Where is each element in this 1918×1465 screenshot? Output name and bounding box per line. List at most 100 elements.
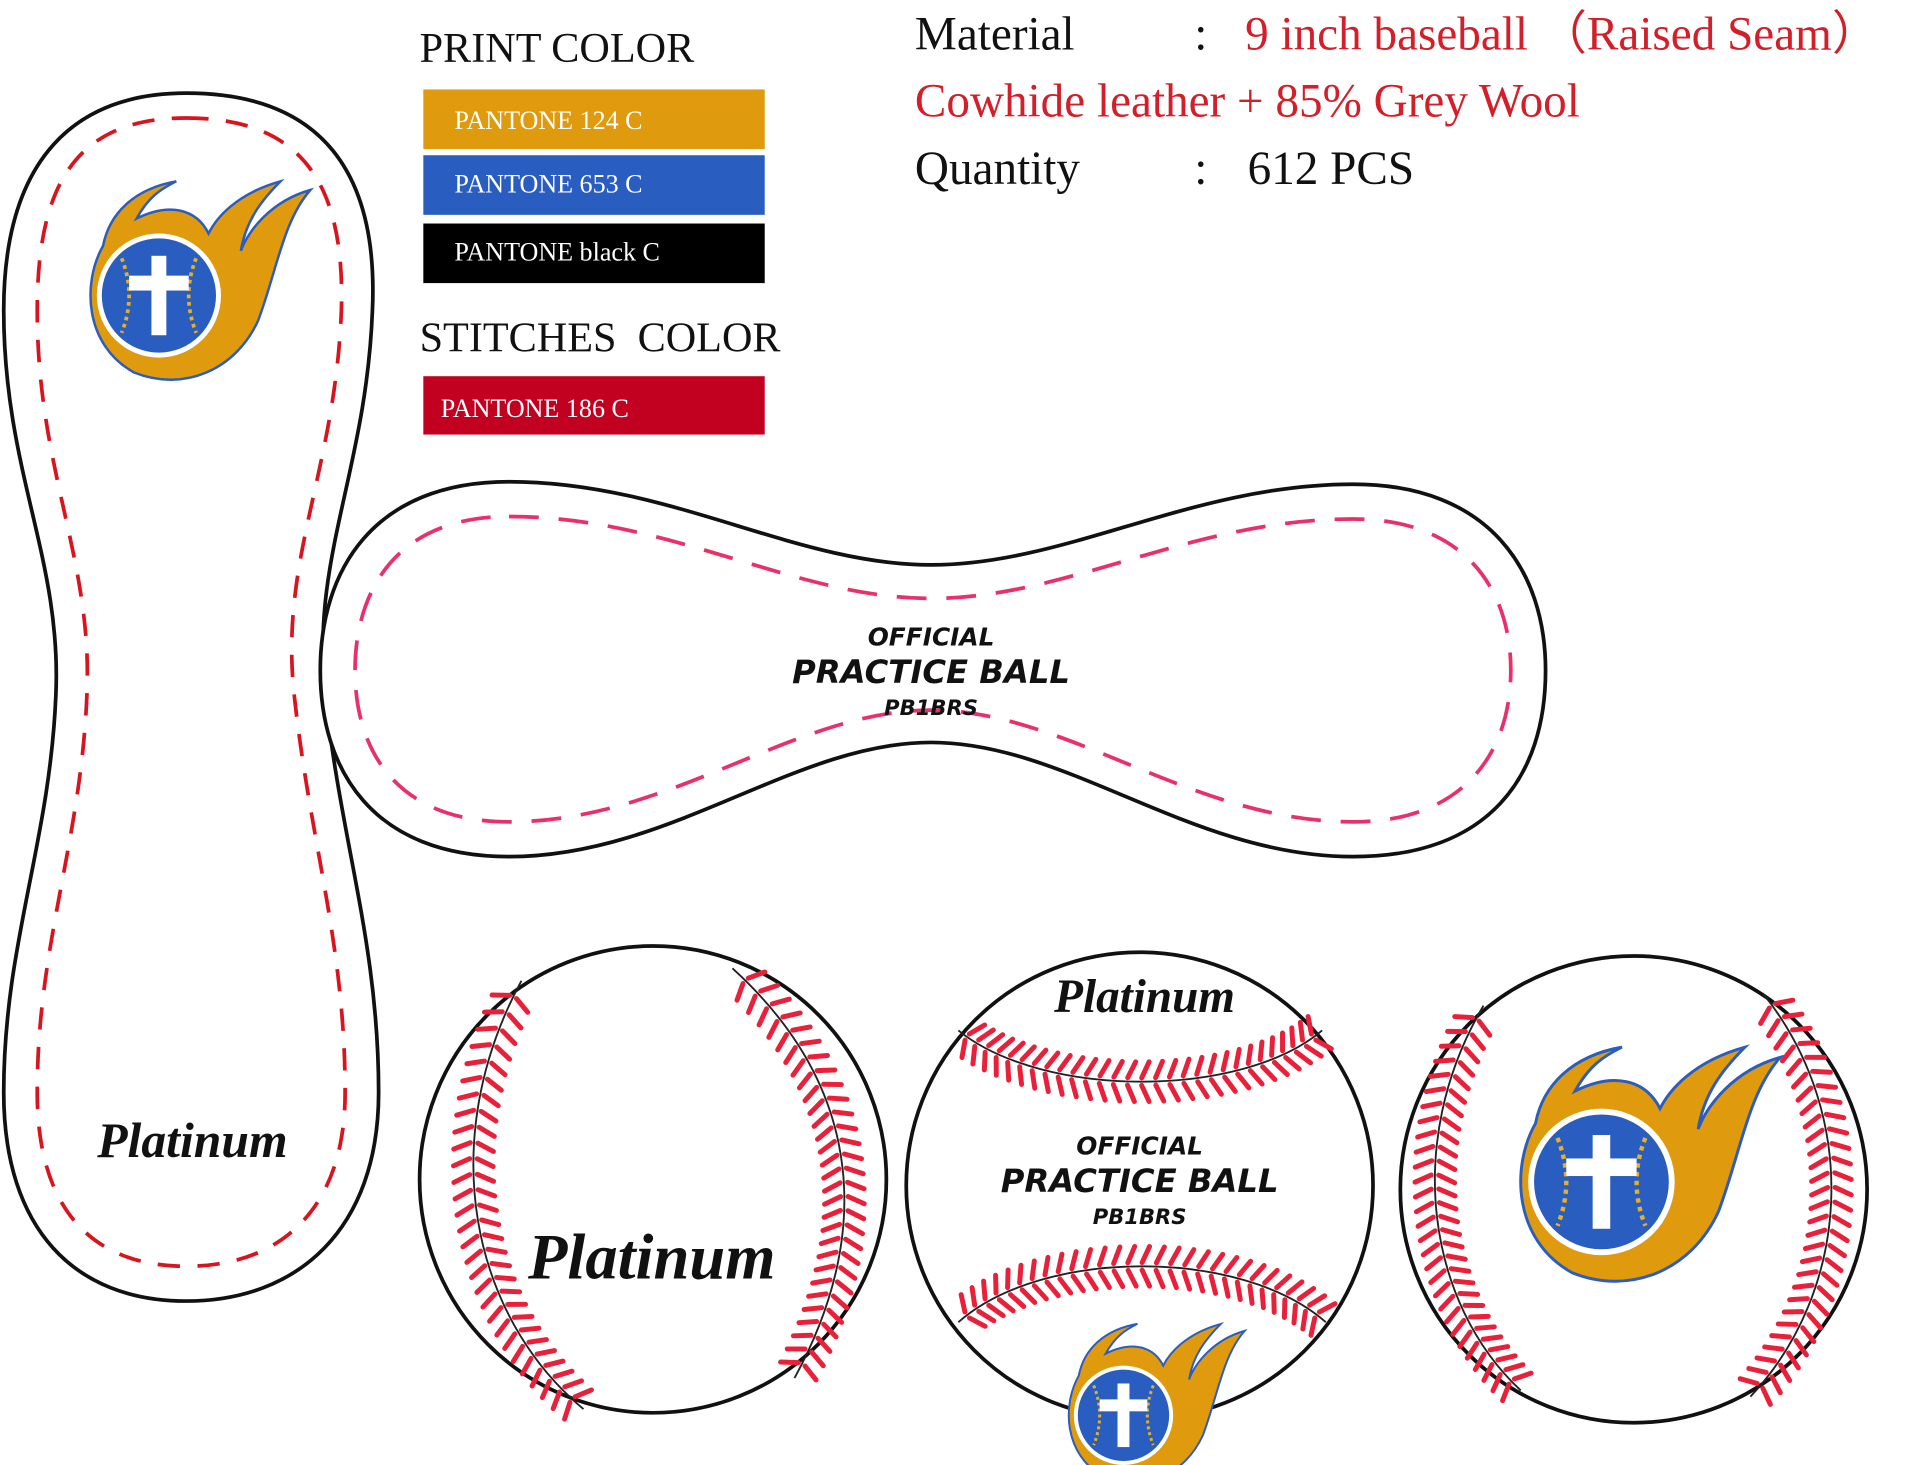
- stitch-mark: [1432, 1281, 1451, 1299]
- stitch-mark: [469, 1263, 488, 1281]
- stitch-mark: [1772, 997, 1796, 1007]
- stitch-mark: [485, 1246, 508, 1255]
- stitch-mark: [1737, 1376, 1760, 1386]
- stitch-mark: [456, 1091, 480, 1101]
- stitch-mark: [1167, 1081, 1181, 1103]
- stitch-mark: [1420, 1100, 1443, 1110]
- stitch-mark: [822, 1194, 844, 1207]
- stitch-mark: [1293, 1049, 1314, 1066]
- seam-line: [1433, 1005, 1522, 1392]
- stitch-mark: [487, 1305, 504, 1324]
- stitch-mark: [452, 1123, 475, 1135]
- stitch-mark: [1220, 1050, 1230, 1073]
- stitch-mark: [821, 1180, 843, 1194]
- stitches-color-heading: STITCHES COLOR: [420, 314, 782, 361]
- stitch-mark: [1300, 1308, 1308, 1332]
- stitch-mark: [550, 1389, 562, 1412]
- stitch-mark: [1802, 1241, 1826, 1252]
- stitch-mark: [796, 1319, 820, 1326]
- stitch-mark: [1424, 1255, 1444, 1272]
- stitch-mark: [969, 1285, 978, 1308]
- stitch-mark: [1125, 1243, 1138, 1266]
- stitch-mark: [1433, 1057, 1456, 1064]
- stitch-mark: [1274, 1273, 1293, 1291]
- stitch-mark: [1464, 1340, 1480, 1361]
- swatch-pantone-black: PANTONE black C: [423, 223, 765, 284]
- stitch-mark: [481, 1232, 505, 1242]
- leather-panel-horizontal: OFFICIAL PRACTICE BALL PB1BRS: [318, 479, 1548, 859]
- stitch-mark: [815, 1335, 833, 1354]
- stitch-mark: [1468, 1313, 1491, 1320]
- stitch-mark: [1017, 1064, 1025, 1087]
- material-detail: Cowhide leather + 85% Grey Wool: [915, 76, 1580, 128]
- stitch-mark: [1069, 1077, 1079, 1100]
- stitch-mark: [499, 1028, 518, 1047]
- imprint-practice-ball: PRACTICE BALL: [1001, 1162, 1279, 1200]
- stitch-mark: [1806, 1312, 1824, 1331]
- stitch-mark: [1083, 1247, 1094, 1270]
- stitch-mark: [758, 982, 781, 994]
- stitch-mark: [1008, 1292, 1027, 1309]
- stitch-mark: [1793, 1338, 1809, 1358]
- stitch-mark: [976, 1027, 996, 1043]
- stitch-mark: [986, 1302, 1006, 1319]
- stitch-mark: [1831, 1214, 1852, 1228]
- stitch-mark: [1815, 1083, 1839, 1090]
- stitch-mark: [1503, 1362, 1526, 1373]
- stitch-mark: [966, 1022, 988, 1037]
- stitch-mark: [1235, 1071, 1252, 1091]
- stitch-mark: [1245, 1043, 1254, 1066]
- stitch-mark: [1829, 1228, 1850, 1244]
- stitch-mark: [1412, 1158, 1435, 1170]
- stitch-mark: [499, 1288, 523, 1295]
- stitch-mark: [1800, 1325, 1817, 1345]
- seam-line: [1749, 992, 1833, 1398]
- stitch-mark: [539, 1378, 552, 1401]
- stitch-mark: [1779, 1044, 1796, 1064]
- quantity-separator: :: [1194, 143, 1207, 195]
- stitch-mark: [1785, 1057, 1803, 1077]
- stitch-mark: [1823, 1111, 1847, 1121]
- stitch-mark: [1436, 1172, 1458, 1186]
- stitch-mark: [844, 1222, 866, 1237]
- stitch-mark: [1195, 1079, 1210, 1100]
- stitch-mark: [1444, 1102, 1464, 1119]
- stitch-mark: [1153, 1082, 1167, 1104]
- swatch-label: PANTONE 186 C: [441, 394, 629, 423]
- stitch-mark: [1005, 1267, 1011, 1291]
- stitch-mark: [1042, 1071, 1051, 1095]
- stitch-mark: [958, 1292, 968, 1315]
- stitch-mark: [475, 1140, 496, 1154]
- swatch-label: PANTONE 653 C: [454, 169, 642, 198]
- stitch-mark: [1805, 1227, 1828, 1238]
- stitch-mark: [1181, 1269, 1193, 1292]
- stitch-mark: [815, 1125, 834, 1142]
- stitch-mark: [811, 1111, 830, 1129]
- quantity-value: 612 PCS: [1248, 143, 1414, 195]
- stitch-mark: [450, 1156, 473, 1169]
- stitch-mark: [1769, 1374, 1783, 1396]
- stitch-mark: [1057, 1053, 1073, 1073]
- stitch-mark: [1308, 1315, 1318, 1338]
- stitch-mark: [1439, 1227, 1463, 1237]
- stitch-mark: [1044, 1050, 1061, 1070]
- stitch-mark: [1303, 1043, 1324, 1059]
- stitch-mark: [1262, 1267, 1280, 1286]
- stitch-mark: [480, 1291, 498, 1310]
- baseball-view-platinum: Platinum: [417, 944, 889, 1422]
- platinum-brand: Platinum: [96, 1113, 287, 1168]
- stitch-mark: [1005, 1059, 1012, 1083]
- stitch-mark: [816, 1249, 839, 1260]
- stitch-mark: [959, 1037, 968, 1061]
- stitch-mark: [1760, 1385, 1773, 1407]
- stitch-mark: [826, 1307, 845, 1325]
- stitch-mark: [494, 1318, 511, 1338]
- stitch-mark: [802, 1084, 820, 1104]
- stitch-mark: [1437, 1144, 1459, 1159]
- stitch-mark: [756, 1006, 770, 1028]
- stitch-mark: [460, 1233, 480, 1250]
- stitch-mark: [1420, 1241, 1441, 1258]
- stitch-mark: [790, 1058, 806, 1078]
- stitch-mark: [474, 1156, 496, 1169]
